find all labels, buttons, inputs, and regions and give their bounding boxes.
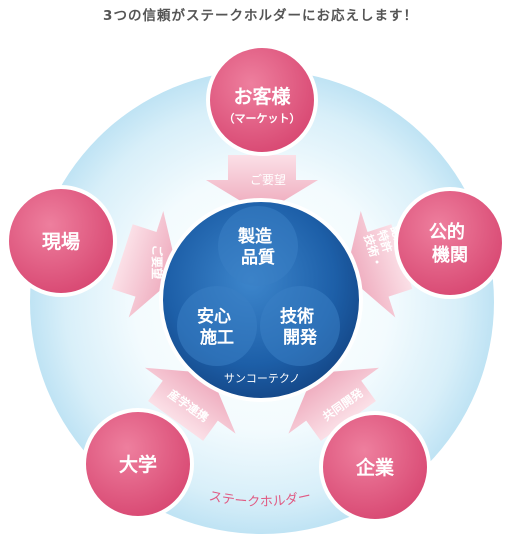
core-circle [159,198,363,402]
node-public-institution-label: 公的 機関 [429,221,471,266]
arrow-label-site: ご要望 [150,245,164,280]
arrow-label-public-line2: 特許 [374,228,395,255]
node-company-label: 企業 [355,456,395,479]
node-company: 企業 [319,411,431,523]
node-public-institution-line2: 機関 [432,244,468,266]
trust-technology-development-line1: 技術 [280,306,314,327]
trust-technology-development: 技術 開発 [280,306,320,348]
node-university-label: 大学 [119,453,157,476]
core-company-name: サンコーテクノ [224,372,300,385]
arrow-label-customer: ご要望 [250,172,286,187]
trust-safe-construction: 安心 施工 [197,306,237,348]
diagram-title: 3つの信頼がステークホルダーにお応えします！ [103,8,418,24]
trust-manufacturing-quality-line2: 品質 [241,247,275,268]
node-customer-label: お客様 [233,85,291,108]
trust-safe-construction-line1: 安心 [197,306,231,327]
node-university: 大学 [82,408,194,520]
node-site-label: 現場 [42,231,80,253]
node-customer: お客様 （マーケット） [206,44,318,156]
trust-manufacturing-quality-line1: 製造 [237,226,273,247]
node-customer-sub: （マーケット） [224,112,301,125]
node-public-institution-line1: 公的 [429,221,465,243]
node-public-institution: 公的 機関 [394,187,506,299]
trust-manufacturing-quality: 製造 品質 [237,226,278,268]
ring-label: ステークホルダー [208,489,313,510]
arrow-customer: ご要望 [206,155,318,214]
trust-technology-development-line2: 開発 [283,327,318,348]
trust-safe-construction-line2: 施工 [200,327,234,348]
arrow-site [111,211,179,318]
ring-label-text: ステークホルダー [208,489,313,510]
node-site: 現場 [5,185,117,297]
